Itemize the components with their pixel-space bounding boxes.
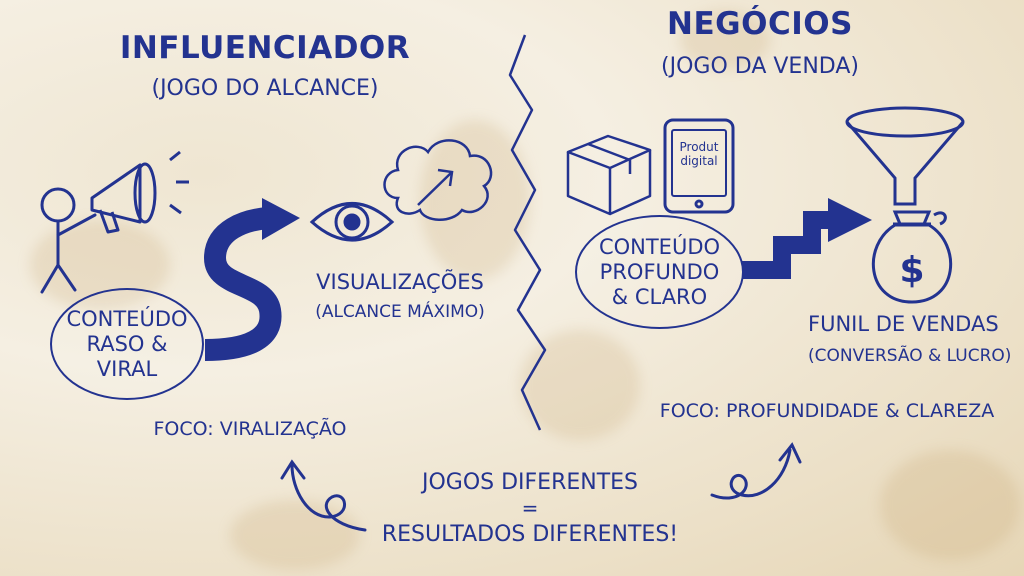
paper-stain <box>880 450 1020 560</box>
dollar-sign: $ <box>899 250 924 291</box>
bubble-line: PROFUNDO <box>599 259 720 284</box>
influencer-focus: FOCO: VIRALIZAÇÃO <box>153 418 347 440</box>
views-sublabel: (ALCANCE MÁXIMO) <box>315 302 485 322</box>
tablet-icon <box>663 118 735 214</box>
tablet-line: Produt <box>679 140 719 154</box>
bubble-line: CONTEÚDO <box>598 234 721 259</box>
bubble-line: CONTEÚDO <box>66 306 188 331</box>
funnel-label: FUNIL DE VENDAS <box>808 312 999 336</box>
paper-stain <box>680 10 770 70</box>
megaphone-icon <box>90 150 189 234</box>
stick-figure-icon <box>40 187 97 294</box>
cloud-growth-icon <box>383 139 493 221</box>
funnel-icon <box>845 106 965 206</box>
eye-icon <box>309 202 395 242</box>
conclusion-line3: RESULTADOS DIFERENTES! <box>381 522 679 547</box>
swirl-arrow-left <box>280 459 367 532</box>
influencer-subtitle: (JOGO DO ALCANCE) <box>151 76 379 101</box>
swirl-arrow-right <box>710 442 802 500</box>
tablet-text: Produt digital <box>672 140 726 168</box>
deep-content-bubble: CONTEÚDO PROFUNDO & CLARO <box>575 215 744 329</box>
s-curve-arrow <box>203 207 282 361</box>
conclusion-line1: JOGOS DIFERENTES <box>421 470 639 495</box>
s-curve-arrowhead <box>262 198 300 240</box>
paper-stain <box>230 500 360 570</box>
divider-zigzag <box>508 34 547 431</box>
paper-stain <box>420 120 530 280</box>
step-arrowhead <box>828 198 872 242</box>
business-focus: FOCO: PROFUNDIDADE & CLAREZA <box>659 400 995 422</box>
business-subtitle: (JOGO DA VENDA) <box>661 54 859 79</box>
shallow-content-bubble: CONTEÚDO RASO & VIRAL <box>50 288 204 400</box>
conclusion-equals: = <box>521 496 539 520</box>
bubble-line: VIRAL <box>96 356 158 381</box>
bubble-line: RASO & <box>86 331 168 356</box>
tablet-line: digital <box>680 154 718 168</box>
paper-stain <box>520 330 640 440</box>
money-bag-icon <box>871 210 953 304</box>
influencer-title: INFLUENCIADOR <box>119 30 411 66</box>
product-box-icon <box>566 134 652 216</box>
step-arrow <box>742 211 835 279</box>
business-title: NEGÓCIOS <box>667 6 853 42</box>
bubble-line: & CLARO <box>611 284 708 309</box>
views-label: VISUALIZAÇÕES <box>316 270 484 294</box>
funnel-sublabel: (CONVERSÃO & LUCRO) <box>808 346 1012 366</box>
